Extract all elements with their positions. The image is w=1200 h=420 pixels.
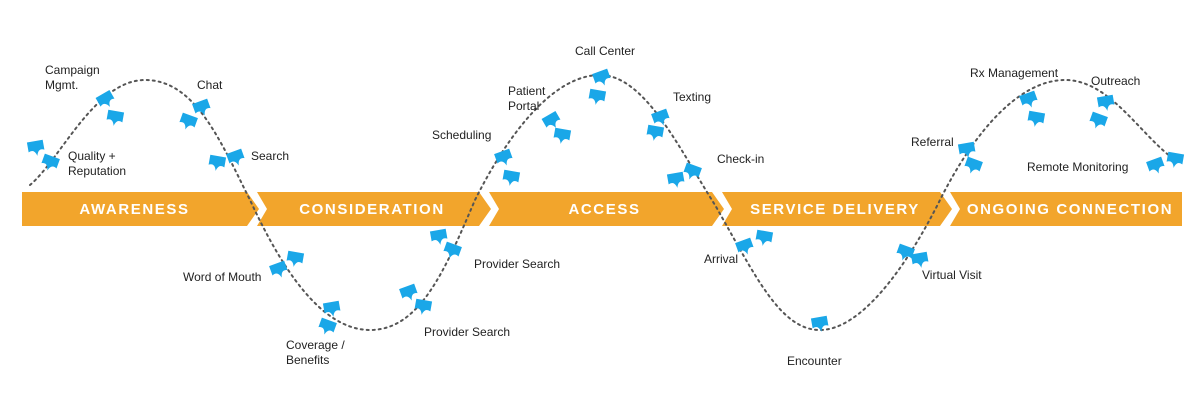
touchpoint-label-line: Provider Search bbox=[474, 257, 560, 271]
touchpoint-arrow-icon bbox=[755, 229, 774, 246]
touchpoint-label-word-of-mouth: Word of Mouth bbox=[183, 270, 261, 284]
touchpoint-arrow-icon bbox=[322, 300, 341, 317]
touchpoint-arrow-icon bbox=[494, 148, 513, 166]
touchpoint-arrow-icon bbox=[26, 139, 45, 156]
stage-label: ONGOING CONNECTION bbox=[967, 201, 1173, 218]
touchpoint-arrow-icon bbox=[1089, 111, 1108, 129]
touchpoint-arrow-icon bbox=[318, 317, 337, 335]
touchpoint-arrow-icon bbox=[553, 127, 572, 144]
touchpoint-label-scheduling: Scheduling bbox=[432, 128, 491, 142]
touchpoint-label-quality-reputation: Quality +Reputation bbox=[68, 149, 126, 178]
touchpoint-label-line: Reputation bbox=[68, 164, 126, 178]
touchpoint-label-line: Arrival bbox=[704, 252, 738, 266]
touchpoint-label-coverage-benefits: Coverage /Benefits bbox=[286, 338, 345, 367]
touchpoint-label-line: Referral bbox=[911, 135, 954, 149]
touchpoint-label-line: Mgmt. bbox=[45, 78, 78, 92]
touchpoint-arrow-icon bbox=[502, 169, 521, 186]
touchpoint-arrow-icon bbox=[399, 283, 418, 301]
touchpoint-arrow-icon bbox=[1146, 156, 1165, 174]
touchpoint-label-line: Scheduling bbox=[432, 128, 491, 142]
touchpoint-arrow-icon bbox=[286, 250, 305, 267]
touchpoint-arrow-icon bbox=[592, 68, 611, 86]
touchpoint-label-encounter: Encounter bbox=[787, 354, 842, 368]
touchpoint-label-line: Remote Monitoring bbox=[1027, 160, 1128, 174]
touchpoint-label-line: Campaign bbox=[45, 63, 100, 77]
stage-segment bbox=[722, 192, 952, 226]
touchpoint-label-chat: Chat bbox=[197, 78, 223, 92]
touchpoint-label-line: Check-in bbox=[717, 152, 764, 166]
touchpoint-arrow-icon bbox=[1027, 110, 1046, 127]
touchpoint-arrow-icon bbox=[1096, 94, 1115, 111]
touchpoint-label-provider-search-1: Provider Search bbox=[474, 257, 560, 271]
touchpoint-label-line: Encounter bbox=[787, 354, 842, 368]
touchpoint-label-line: Search bbox=[251, 149, 289, 163]
touchpoint-label-line: Provider Search bbox=[424, 325, 510, 339]
touchpoint-arrow-icon bbox=[735, 237, 754, 255]
touchpoint-arrow-icon bbox=[588, 88, 607, 105]
touchpoint-arrow-icon bbox=[683, 162, 702, 180]
touchpoint-label-texting: Texting bbox=[673, 90, 711, 104]
touchpoint-label-check-in: Check-in bbox=[717, 152, 764, 166]
touchpoint-arrow-icon bbox=[1019, 90, 1038, 108]
stage-label: ACCESS bbox=[568, 201, 640, 218]
touchpoint-arrow-icon bbox=[106, 109, 125, 126]
stage-segment bbox=[257, 192, 491, 226]
touchpoint-arrow-icon bbox=[957, 141, 976, 158]
stage-label: CONSIDERATION bbox=[299, 201, 445, 218]
touchpoint-arrow-icon bbox=[964, 156, 983, 174]
touchpoint-arrow-icon bbox=[651, 108, 670, 126]
touchpoint-label-provider-search-2: Provider Search bbox=[424, 325, 510, 339]
touchpoint-label-arrival: Arrival bbox=[704, 252, 738, 266]
touchpoint-arrow-icon bbox=[810, 315, 829, 332]
touchpoint-label-line: Virtual Visit bbox=[922, 268, 982, 282]
stage-label: AWARENESS bbox=[79, 201, 189, 218]
touchpoint-arrow-icon bbox=[429, 228, 448, 245]
touchpoint-arrow-icon bbox=[896, 243, 915, 261]
touchpoint-arrow-icon bbox=[666, 171, 685, 188]
stage-segment bbox=[489, 192, 724, 226]
touchpoint-label-rx-management: Rx Management bbox=[970, 66, 1059, 80]
touchpoint-arrow-icon bbox=[269, 260, 288, 278]
touchpoint-arrow-icon bbox=[179, 112, 198, 130]
touchpoint-arrow-icon bbox=[646, 124, 665, 141]
touchpoint-label-remote-monitoring: Remote Monitoring bbox=[1027, 160, 1128, 174]
touchpoint-arrow-icon bbox=[192, 98, 211, 116]
touchpoint-arrow-icon bbox=[910, 251, 929, 268]
touchpoint-arrow-icon bbox=[443, 241, 462, 259]
touchpoint-label-line: Quality + bbox=[68, 149, 116, 163]
touchpoint-label-line: Word of Mouth bbox=[183, 270, 261, 284]
touchpoint-arrow-icon bbox=[208, 154, 227, 171]
touchpoint-label-line: Coverage / bbox=[286, 338, 345, 352]
touchpoint-label-outreach: Outreach bbox=[1091, 74, 1140, 88]
touchpoint-label-line: Chat bbox=[197, 78, 223, 92]
stage-band: AWARENESS CONSIDERATION ACCESS SERVICE DELI… bbox=[22, 192, 1182, 226]
touchpoint-label-line: Benefits bbox=[286, 353, 329, 367]
stage-segment bbox=[950, 192, 1182, 226]
touchpoint-label-line: Portal bbox=[508, 99, 539, 113]
touchpoint-label-referral: Referral bbox=[911, 135, 954, 149]
touchpoint-arrow-icon bbox=[1166, 151, 1185, 168]
touchpoint-label-line: Rx Management bbox=[970, 66, 1059, 80]
touchpoint-label-line: Outreach bbox=[1091, 74, 1140, 88]
stage-label: SERVICE DELIVERY bbox=[750, 201, 920, 218]
touchpoint-arrow-icon bbox=[414, 298, 433, 315]
touchpoint-markers bbox=[26, 68, 1185, 335]
touchpoint-label-line: Texting bbox=[673, 90, 711, 104]
touchpoint-label-line: Patient bbox=[508, 84, 546, 98]
touchpoint-arrow-icon bbox=[541, 110, 561, 128]
stage-segment bbox=[22, 192, 259, 226]
touchpoint-label-search: Search bbox=[251, 149, 289, 163]
touchpoint-label-virtual-visit: Virtual Visit bbox=[922, 268, 982, 282]
touchpoint-label-line: Call Center bbox=[575, 44, 635, 58]
touchpoint-label-call-center: Call Center bbox=[575, 44, 635, 58]
touchpoint-arrow-icon bbox=[95, 89, 115, 107]
touchpoint-arrow-icon bbox=[226, 148, 245, 166]
touchpoint-arrow-icon bbox=[41, 153, 60, 171]
